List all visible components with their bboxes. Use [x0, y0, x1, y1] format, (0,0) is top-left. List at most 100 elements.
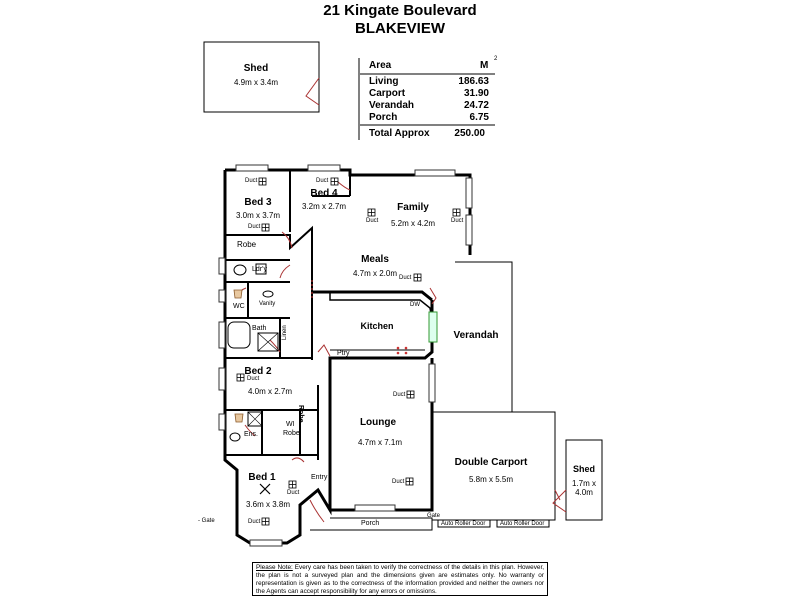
bed2-dims: 4.0m x 2.7m: [247, 387, 292, 396]
bed2-name: Bed 2: [244, 366, 272, 377]
window: [428, 363, 436, 403]
duct-label: Duct: [248, 519, 261, 525]
area-row-value: 186.63: [458, 76, 489, 87]
door-swing: [429, 287, 437, 305]
ensuite-basin: [229, 432, 241, 442]
window: [218, 257, 226, 275]
bed4-dims: 3.2m x 2.7m: [301, 202, 346, 211]
roller-door-1: [437, 519, 491, 528]
vanity-basin: [262, 290, 274, 298]
robe-label: Robe: [237, 240, 257, 249]
roller-door-2: [496, 519, 550, 528]
family-name: Family: [397, 202, 429, 213]
pantry-label: Ptry: [337, 350, 350, 357]
area-row-label: Carport: [369, 88, 406, 99]
window: [354, 504, 396, 512]
window: [218, 413, 226, 431]
window: [465, 177, 473, 209]
roller-door-2-label: Auto Roller Door: [500, 521, 545, 527]
bed1-name: Bed 1: [248, 472, 276, 483]
disclaimer-body: Every care has been taken to verify the …: [256, 564, 544, 595]
door-swing: [337, 181, 351, 191]
shed-right-name: Shed: [572, 464, 595, 474]
verandah-name: Verandah: [453, 330, 499, 341]
duct-label: Duct: [399, 275, 412, 281]
window: [218, 289, 226, 303]
duct-label: Duct: [316, 178, 329, 184]
door-swing: [244, 424, 256, 437]
cooktop-icon: [396, 346, 408, 355]
shed-right-dims-line1: 1.7m x: [571, 479, 596, 488]
disclaimer-heading: Please Note:: [256, 564, 293, 571]
carport-outline: [432, 411, 556, 521]
door-swing: [269, 339, 281, 353]
shed-right-door: [552, 489, 567, 513]
ensuite-label: Ens.: [244, 431, 259, 438]
ensuite-shower: [247, 411, 263, 427]
laundry-trough: [255, 263, 267, 275]
gate-bottom-label: Gate: [427, 513, 441, 519]
robe-vertical-label: Robe: [297, 405, 304, 423]
porch-outline: [310, 517, 433, 531]
window: [307, 164, 341, 172]
property-suburb: BLAKEVIEW: [355, 20, 445, 37]
laundry-tub: [233, 264, 247, 276]
door-swing: [317, 344, 331, 357]
shower-fixture: [257, 332, 279, 352]
gate-left-label: - Gate: [198, 518, 215, 524]
double-carport-dims: 5.8m x 5.5m: [468, 475, 513, 484]
bed3-name: Bed 3: [244, 197, 272, 208]
door-swing: [554, 489, 561, 501]
shed-right-outline: [565, 439, 603, 521]
duct-label: Duct: [287, 490, 300, 496]
duct-label: Duct: [393, 392, 406, 398]
duct-label: Duct: [245, 178, 258, 184]
toilet-icon: [234, 413, 244, 423]
ensuite-shower: [247, 411, 263, 427]
double-carport-name: Double Carport: [454, 457, 528, 468]
duct-label: Duct: [247, 376, 260, 382]
laundry-label: Ldr'y: [252, 266, 267, 273]
duct-label: Duct: [392, 479, 405, 485]
family-dims: 5.2m x 4.2m: [390, 219, 435, 228]
shed-right-dims-line2: 4.0m: [575, 488, 593, 497]
area-table-head-unit-sup: 2: [494, 56, 498, 62]
gate-left-text: Gate: [201, 518, 215, 524]
lounge-dims: 4.7m x 7.1m: [357, 438, 402, 447]
window: [218, 321, 226, 349]
window: [249, 539, 283, 547]
wc-label: WC: [233, 303, 245, 310]
door-swing: [279, 264, 291, 279]
meals-name: Meals: [361, 254, 389, 265]
window: [414, 169, 456, 177]
shower-fixture: [257, 332, 279, 352]
lounge-right-wall: [330, 358, 434, 512]
duct-label: Duct: [366, 218, 379, 224]
meals-dims: 4.7m x 2.0m: [352, 269, 397, 278]
area-table-head-unit: M: [480, 60, 489, 71]
window: [218, 367, 226, 391]
window: [428, 311, 438, 343]
door-swing: [291, 457, 305, 463]
toilet-icon: [233, 289, 243, 299]
inner-walls: [225, 170, 351, 460]
shed-top-dims: 4.9m x 3.4m: [233, 78, 278, 87]
shed-top-outline: [203, 41, 320, 113]
linen-label: Linen: [282, 325, 288, 340]
property-address: 21 Kingate Boulevard: [323, 2, 477, 19]
disclaimer-box: Please Note: Every care has been taken t…: [252, 562, 548, 596]
area-table-head-label: Area: [369, 60, 392, 71]
wi-robe-label-2: Robe: [283, 430, 300, 437]
window: [465, 214, 473, 246]
area-row-label: Porch: [369, 112, 398, 123]
bed4-name: Bed 4: [310, 188, 338, 199]
duct-label: Duct: [451, 218, 464, 224]
bath-fixture: [227, 321, 251, 349]
porch-label: Porch: [361, 520, 380, 527]
area-row-label: Living: [369, 76, 399, 87]
duct-label: Duct: [248, 224, 261, 230]
area-row-label: Verandah: [369, 100, 415, 111]
